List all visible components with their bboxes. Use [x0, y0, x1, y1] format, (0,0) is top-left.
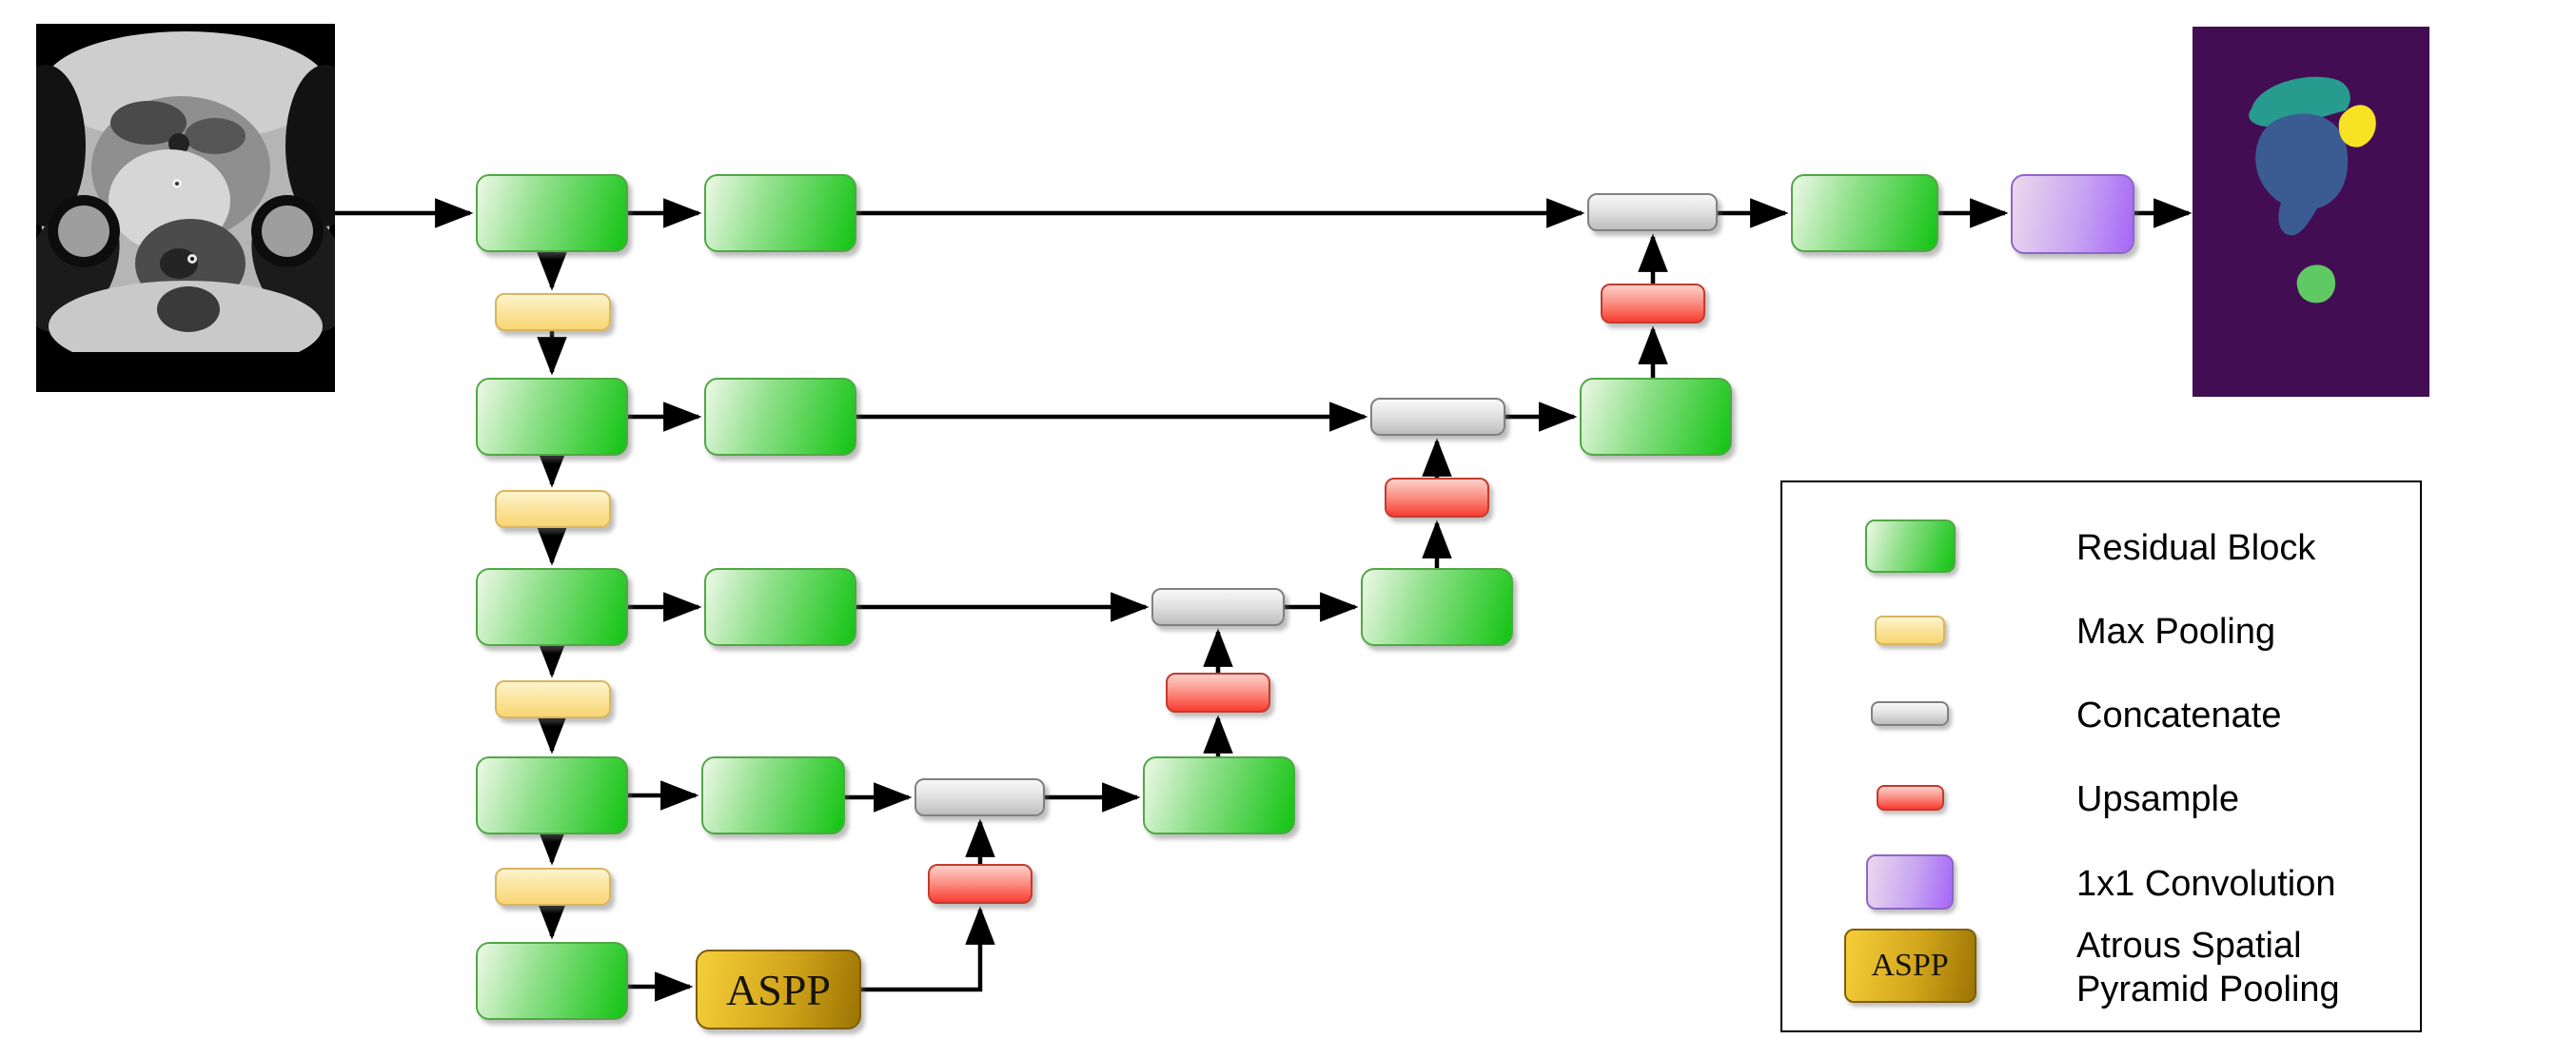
res-1a-residual-block [476, 174, 628, 252]
legend-label-up: Upsample [2076, 779, 2240, 819]
dec-3-residual-block [1361, 568, 1513, 646]
output-segmentation-image [2193, 27, 2429, 397]
pool-1-max-pooling [495, 293, 611, 331]
input-mri-image [36, 24, 335, 392]
concat-1-concatenate [1587, 193, 1718, 231]
up-2-upsample [1385, 478, 1489, 518]
res-4a-residual-block [476, 756, 628, 834]
legend-sample-concat [1871, 701, 1949, 726]
conv-1x1-1x1-convolution [2011, 174, 2134, 254]
legend-sample-conv [1866, 854, 1954, 910]
legend-label-concat: Concatenate [2076, 696, 2282, 735]
res-4b-residual-block [701, 756, 845, 834]
legend-label-aspp: Atrous Spatial Pyramid Pooling [2076, 926, 2340, 1010]
pool-3-max-pooling [495, 680, 611, 718]
res-3a-residual-block [476, 568, 628, 646]
legend-label-pool: Max Pooling [2076, 612, 2276, 652]
aspp-atrous-spatial-pyramid-pooling: ASPP [696, 950, 861, 1029]
yellow-region [2338, 105, 2376, 147]
segmentation-illustration [2193, 27, 2429, 397]
pool-4-max-pooling [495, 868, 611, 906]
legend-sample-pool [1875, 615, 1945, 645]
blue-region [2255, 113, 2349, 236]
res-3b-residual-block [704, 568, 856, 646]
res-2b-residual-block [704, 378, 856, 456]
legend-sample-aspp: ASPP [1843, 929, 1976, 1003]
concat-2-concatenate [1370, 398, 1505, 436]
green-region [2296, 265, 2336, 304]
arrow-connector [861, 906, 995, 992]
legend-label-res: Residual Block [2076, 528, 2316, 568]
concat-4-concatenate [914, 778, 1045, 816]
teal-region [2249, 76, 2350, 127]
res-1b-residual-block [704, 174, 856, 252]
res-5a-residual-block [476, 942, 628, 1020]
res-2a-residual-block [476, 378, 628, 456]
dec-2-residual-block [1580, 378, 1732, 456]
dec-4-residual-block [1143, 756, 1295, 834]
legend-sample-res [1864, 520, 1956, 573]
up-3-upsample [1166, 673, 1270, 713]
concat-3-concatenate [1151, 588, 1285, 626]
pool-2-max-pooling [495, 490, 611, 528]
mri-illustration [36, 24, 335, 392]
up-4-upsample [928, 864, 1032, 904]
legend-sample-up [1876, 784, 1944, 811]
up-1-upsample [1601, 284, 1705, 323]
legend-label-conv: 1x1 Convolution [2076, 864, 2336, 904]
dec-1-residual-block [1791, 174, 1938, 252]
